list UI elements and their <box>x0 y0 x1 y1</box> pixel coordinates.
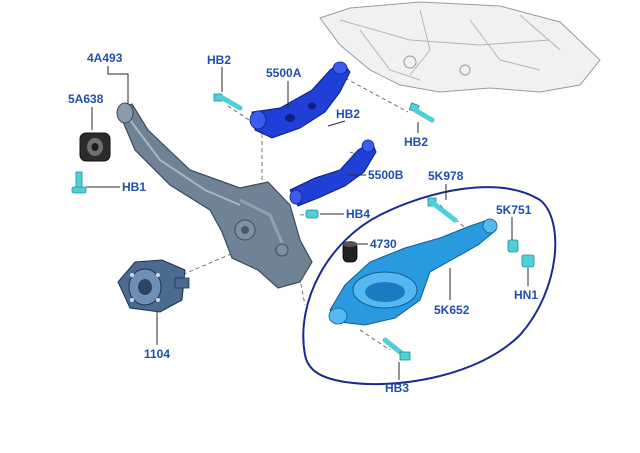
label-4730: 4730 <box>370 237 397 251</box>
subframe-ghost <box>319 1 601 93</box>
label-hb2-mid: HB2 <box>336 107 360 121</box>
bolt-hb1 <box>71 171 87 194</box>
leader-lines <box>86 66 529 380</box>
bolt-5k751 <box>507 239 519 253</box>
label-5k652: 5K652 <box>434 303 470 317</box>
trailing-arm-knuckle <box>116 102 313 289</box>
bolt-hb2-top <box>213 93 243 111</box>
lower-arm-part <box>328 218 498 326</box>
label-5k978: 5K978 <box>428 169 464 183</box>
label-5500b: 5500B <box>368 168 404 182</box>
label-hb2-top: HB2 <box>207 53 231 67</box>
bolt-5k978 <box>427 197 458 223</box>
bushing-part <box>79 132 111 162</box>
bolt-hb3 <box>382 337 411 361</box>
label-hb1: HB1 <box>122 180 146 194</box>
bolt-hb4 <box>305 209 319 219</box>
label-5k751: 5K751 <box>496 203 532 217</box>
wheel-hub-part <box>117 259 190 313</box>
upper-arm-a-part <box>249 61 351 139</box>
label-4a493: 4A493 <box>87 51 123 65</box>
upper-arm-b-part <box>289 139 377 207</box>
label-1104: 1104 <box>144 347 170 361</box>
label-hb3: HB3 <box>385 381 409 395</box>
part-4730 <box>342 241 358 263</box>
label-hn1: HN1 <box>514 288 538 302</box>
label-hb4: HB4 <box>346 207 370 221</box>
highlight-circle <box>302 186 557 386</box>
nut-hn1 <box>521 254 535 268</box>
bolt-hb2-right <box>408 102 435 123</box>
label-5a638: 5A638 <box>68 92 104 106</box>
label-hb2-right: HB2 <box>404 135 428 149</box>
label-5500a: 5500A <box>266 66 302 80</box>
